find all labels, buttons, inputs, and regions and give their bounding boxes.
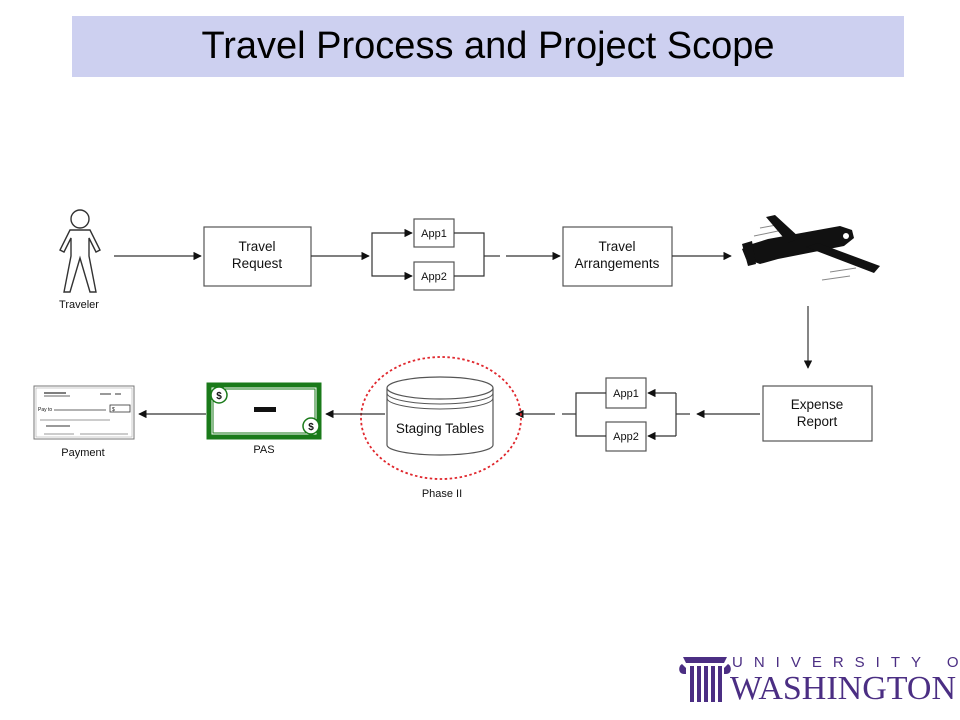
pas-label: PAS xyxy=(253,444,274,456)
phase-ii-label: Phase II xyxy=(422,488,462,500)
top-app2-label: App2 xyxy=(421,271,447,283)
bottom-app1-label: App1 xyxy=(613,388,639,400)
traveler-icon xyxy=(59,209,101,293)
top-apps-right-bracket xyxy=(454,232,485,277)
traveler-label: Traveler xyxy=(59,299,99,311)
uw-logo: UNIVERSITY OF WASHINGTON xyxy=(680,652,960,708)
page-title: Travel Process and Project Scope xyxy=(201,25,775,67)
title-bar: Travel Process and Project Scope xyxy=(72,16,904,77)
staging-tables-label: Staging Tables xyxy=(396,421,485,436)
expense-report-label-2: Report xyxy=(797,414,838,429)
pas-dollar-bill-icon xyxy=(206,382,322,440)
check-pay-to-label: Pay to xyxy=(38,407,52,413)
payment-check-icon xyxy=(33,385,135,440)
travel-arrangements-box[interactable] xyxy=(562,226,673,287)
expense-report-label-1: Expense xyxy=(791,397,844,412)
phase-ii-circle xyxy=(360,356,522,480)
uw-logo-washington-text: WASHINGTON xyxy=(730,670,957,707)
bill-dollar-sign-1: $ xyxy=(216,391,222,402)
bottom-app2-box[interactable] xyxy=(605,421,647,452)
bottom-apps-left-bracket xyxy=(575,392,606,437)
travel-arrangements-label-1: Travel xyxy=(598,239,635,254)
staging-tables-database[interactable] xyxy=(386,376,494,456)
payment-label: Payment xyxy=(61,447,104,459)
top-apps-left-bracket xyxy=(371,232,386,277)
bottom-app2-label: App2 xyxy=(613,431,639,443)
bill-dollar-sign-2: $ xyxy=(308,422,314,433)
check-dollar-label: $ xyxy=(112,407,115,413)
bottom-app1-box[interactable] xyxy=(605,377,647,409)
travel-request-box[interactable] xyxy=(203,226,312,287)
top-app1-label: App1 xyxy=(421,228,447,240)
uw-column-logo-icon xyxy=(679,657,731,702)
airplane-icon xyxy=(742,215,880,281)
uw-logo-university-text: UNIVERSITY OF xyxy=(732,654,960,671)
travel-arrangements-label-2: Arrangements xyxy=(575,256,660,271)
top-app1-box[interactable] xyxy=(413,218,455,248)
travel-request-label-2: Request xyxy=(232,256,283,271)
travel-request-label-1: Travel xyxy=(238,239,275,254)
expense-report-box[interactable] xyxy=(762,385,873,442)
top-app2-box[interactable] xyxy=(413,261,455,291)
